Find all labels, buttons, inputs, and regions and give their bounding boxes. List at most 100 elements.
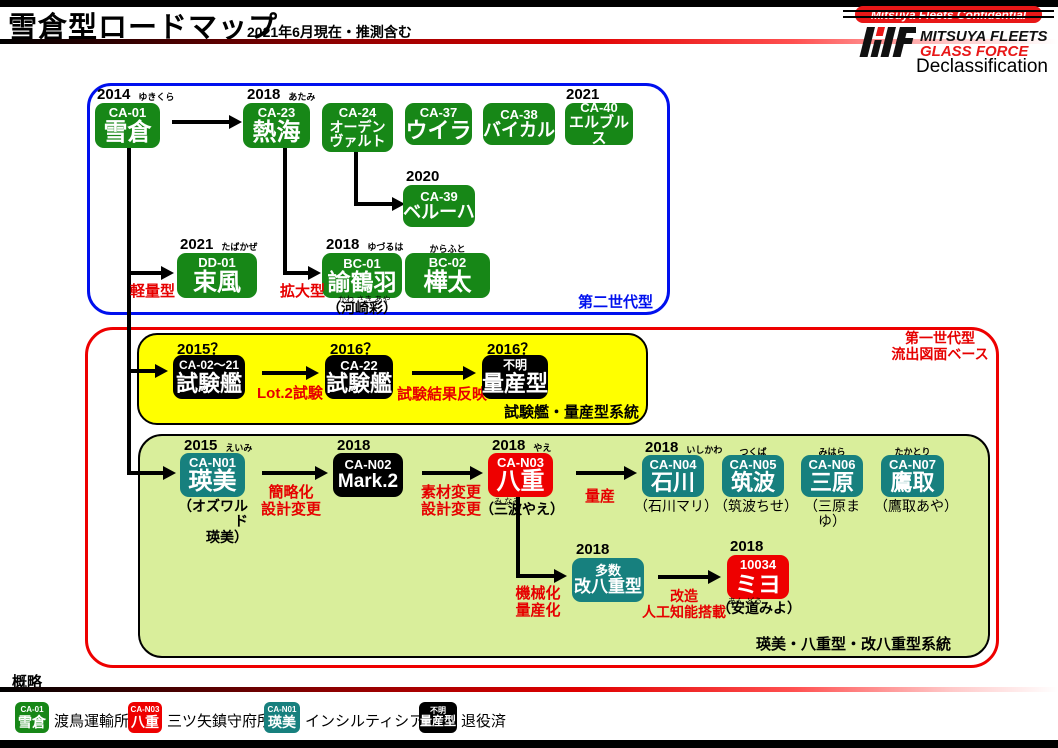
group-gen1-label: 第一世代型 流出図面ベース (891, 330, 989, 363)
year: 2018 (576, 541, 610, 558)
legend-heading: 概略 (12, 674, 43, 691)
arrowhead (554, 569, 567, 583)
year: 2020 (406, 168, 440, 185)
ship-name: エルブルス (568, 114, 629, 147)
ship-name: 樺太 (423, 268, 472, 296)
ship-name: ベルーハ (403, 202, 475, 223)
arrow-yukikura-emi (127, 471, 165, 475)
page-subtitle: 2021年6月現在・推測含む (247, 24, 412, 40)
ship-node-atami: CA-23 熱海 (243, 103, 310, 148)
ship-name: 八重 (496, 468, 545, 496)
ship-node-shiken2: CA-22 試験艦 (325, 355, 393, 399)
ship-node-baikal: CA-38 バイカル (483, 103, 555, 145)
ship-name: オーデン ヴァルト (329, 118, 386, 150)
top-bar (0, 0, 1058, 7)
group-gen2-label: 第二世代型 (578, 294, 654, 311)
legend-swatch-teal: CA-N01 瑛美 (264, 702, 300, 733)
legend-label: 渡鳥運輸所属 (54, 713, 145, 730)
ship-code: CA-39 (420, 188, 458, 204)
ship-node-yae: CA-N03 八重 (488, 453, 553, 497)
arrow-yae-ishikawa (576, 471, 626, 475)
arrowhead (392, 197, 405, 211)
edge-label-hanei: 試験結果反映 (397, 386, 488, 403)
ship-code: CA-01 (20, 704, 44, 714)
ship-code: CA-N07 (889, 456, 936, 472)
ship-node-yukikura: CA-01 雪倉 (95, 103, 160, 148)
ship-name: 三原 (809, 470, 854, 496)
arrowhead (624, 466, 637, 480)
ship-node-miyo: 10034 ミヨ (727, 555, 789, 599)
year: 2018 (326, 236, 360, 253)
ship-name: 束風 (193, 268, 241, 296)
mitsuya-fleets-logo-icon (859, 27, 916, 57)
pilot-caption: （三波やえ） (480, 501, 564, 517)
ship-node-tabakaze: DD-01 束風 (177, 253, 257, 298)
furigana: やえ (533, 443, 552, 453)
ship-name: 雪倉 (18, 714, 46, 731)
strikethrough-line (843, 16, 1054, 18)
ship-name: 雪倉 (103, 118, 152, 146)
legend-label: 三ツ矢鎮守府所属 (167, 713, 288, 730)
ship-code: BC-01 (343, 255, 381, 271)
ship-name: 鷹取 (890, 470, 935, 496)
ship-name: 八重 (131, 714, 159, 731)
ship-code: CA-40 (580, 100, 618, 116)
ship-name: 熱海 (252, 118, 301, 146)
ship-name: 筑波 (730, 470, 775, 496)
ship-node-mihara: CA-N06 三原 (801, 455, 863, 497)
line-yae-down (516, 497, 520, 578)
pilot-caption: （三原まゆ） (804, 498, 860, 530)
page-title: 雪倉型ロードマップ (8, 12, 279, 44)
ship-code: CA-38 (500, 106, 538, 122)
ship-node-uira: CA-37 ウイラ (405, 103, 472, 145)
ship-code: CA-N03 (130, 704, 160, 714)
furigana: いしかわ (686, 445, 723, 455)
edge-label-ryosan: 量産 (585, 488, 616, 505)
arrow-mark2-yae (422, 471, 472, 475)
edge-label-kikai: 機械化 量産化 (515, 585, 561, 620)
ship-node-elbrus: CA-40 エルブルス (565, 100, 633, 147)
ship-code: CA-N05 (729, 456, 777, 472)
year: 2016？ (330, 341, 379, 358)
ship-node-odenwald: CA-24 オーデン ヴァルト (322, 103, 393, 152)
ship-code: 不明 (430, 706, 446, 715)
furigana: たばかぜ (221, 242, 258, 252)
ship-code: BC-02 (428, 255, 467, 271)
year-label-mark2: 2018 (337, 437, 370, 454)
year-label-kaiyae: 2018 (576, 541, 609, 558)
ship-name: 瑛美 (268, 714, 296, 731)
ship-code: CA-01 (108, 105, 147, 121)
confidential-badge: Mitsuya Fleets Confidential (855, 6, 1042, 23)
pilot-caption: （安道みよ） (717, 600, 801, 616)
pilot-caption: （オズワルド 瑛美） (178, 498, 248, 545)
group-test-series-label: 試験艦・量産型系統 (504, 404, 640, 421)
ship-code: CA-24 (338, 104, 377, 120)
furigana-karafuto: からふと (429, 244, 466, 254)
year-label-elbrus: 2021 (566, 86, 599, 103)
edge-label-lot2: Lot.2試験 (257, 385, 323, 402)
declassification-label: Declassification (916, 56, 1048, 77)
ship-code: CA-N02 (344, 457, 392, 473)
ship-node-ryosan: 不明 量産型 (482, 355, 548, 399)
arrowhead (708, 570, 721, 584)
arrowhead (470, 466, 483, 480)
edge-label-kakudaigata: 拡大型 (280, 283, 326, 300)
arrowhead (308, 266, 321, 280)
ship-node-beluha: CA-39 ベルーハ (403, 185, 475, 227)
furigana: あたみ (288, 92, 316, 102)
ship-code: CA-N03 (497, 454, 544, 470)
arrow-atami-yuzuruha (283, 271, 311, 275)
arrowhead (463, 366, 476, 380)
ship-code: 不明 (502, 358, 527, 373)
title-underline (0, 39, 1058, 44)
ship-name: 改八重型 (574, 576, 642, 596)
bottom-bar (0, 740, 1058, 748)
ship-code: CA-37 (419, 104, 458, 120)
legend-swatch-black: 不明 量産型 (419, 702, 457, 733)
ship-code: CA-23 (257, 105, 296, 121)
group-gen1-box (85, 327, 999, 668)
year: 2018 (337, 437, 371, 454)
ship-name: 諭鶴羽 (327, 269, 397, 296)
